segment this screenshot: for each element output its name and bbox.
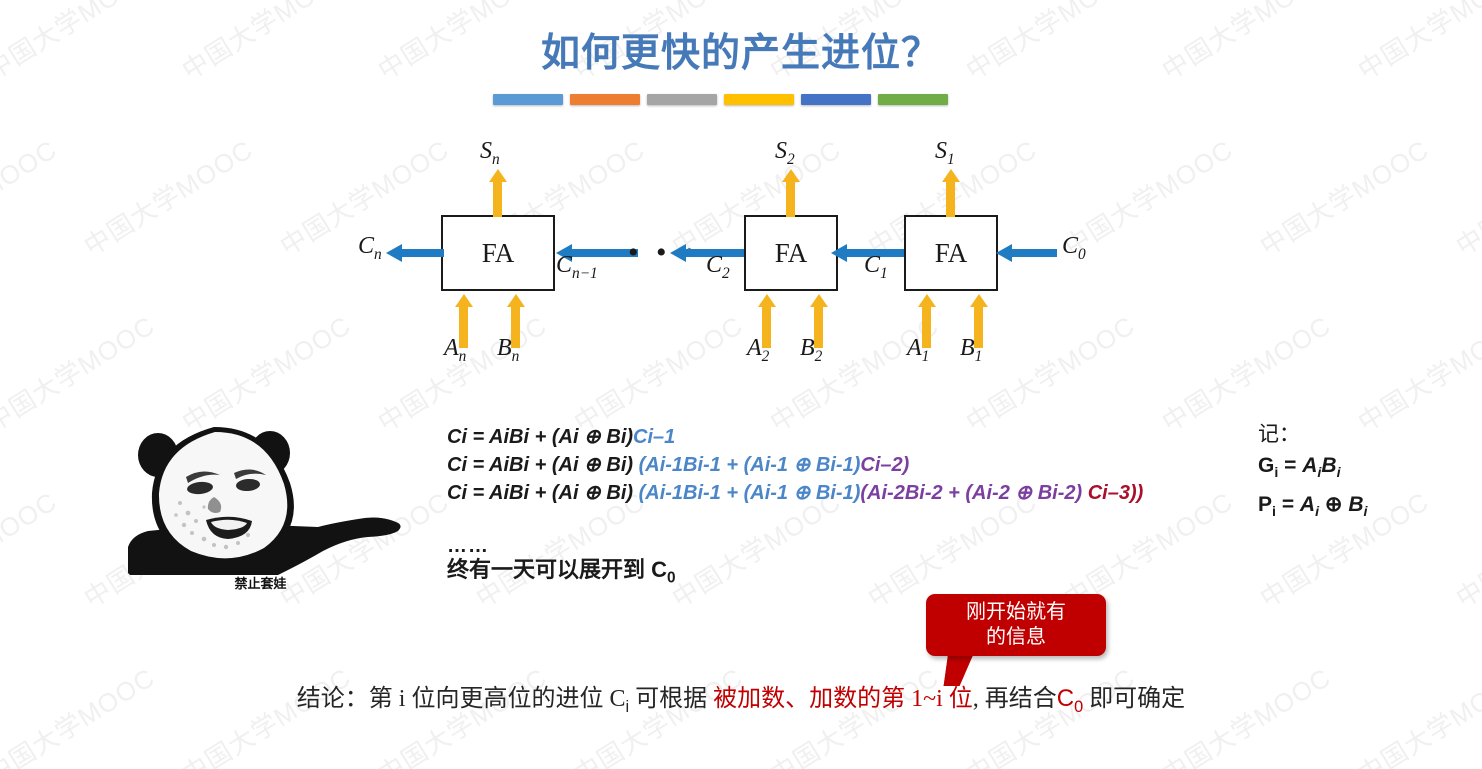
accent-bar-orange bbox=[570, 94, 640, 105]
signal-label-S1: S1 bbox=[935, 138, 955, 168]
carry-arrow-1 bbox=[845, 249, 904, 257]
expand-text: 终有一天可以展开到 C bbox=[447, 557, 668, 582]
carry-arrow-0 bbox=[1010, 249, 1057, 257]
notation-p: Pi = Ai ⊕ Bi bbox=[1258, 493, 1368, 521]
expand-subscript: 0 bbox=[667, 569, 676, 587]
fa-block-2: FA bbox=[744, 215, 838, 291]
equation-line-1: Ci = AiBi + (Ai ⊕ Bi)Ci–1 bbox=[447, 423, 1143, 451]
callout-text: 刚开始就有 的信息 bbox=[966, 601, 1066, 648]
carry-arrow-n bbox=[400, 249, 444, 257]
conclusion-red-1: 被加数、加数的第 1~i 位 bbox=[713, 686, 973, 712]
carry-arrow-2 bbox=[684, 249, 744, 257]
input-arrow-A2 bbox=[762, 305, 771, 348]
eq3-blue: (Ai-1Bi-1 + (Ai-1 ⊕ Bi-1) bbox=[638, 482, 861, 504]
equation-line-2: Ci = AiBi + (Ai ⊕ Bi) (Ai-1Bi-1 + (Ai-1 … bbox=[447, 451, 1143, 479]
input-arrow-An bbox=[459, 305, 468, 348]
ripple-carry-adder-diagram: FA Sn Cn Cn−1 An Bn • • • FA S2 bbox=[0, 130, 1482, 380]
accent-bar-yellow bbox=[724, 94, 794, 105]
conclusion-line: 结论：第 i 位向更高位的进位 Ci 可根据 被加数、加数的第 1~i 位, 再… bbox=[0, 678, 1482, 717]
notation-block: 记： Gi = AiBi Pi = Ai ⊕ Bi bbox=[1258, 420, 1367, 528]
signal-label-S2: S2 bbox=[775, 138, 795, 168]
eq3-black: Ci = AiBi + (Ai ⊕ Bi) bbox=[447, 482, 639, 504]
signal-label-Cn: Cn bbox=[358, 233, 382, 263]
callout-tail bbox=[943, 652, 975, 686]
signal-label-B1: B1 bbox=[960, 335, 983, 365]
watermark-text: 中国大学MOOC bbox=[0, 486, 63, 614]
accent-bar-green bbox=[878, 94, 948, 105]
meme-caption: 禁止套娃 bbox=[234, 576, 287, 591]
signal-label-C1: C1 bbox=[864, 252, 888, 282]
accent-bar-group bbox=[493, 94, 948, 105]
input-arrow-Bn bbox=[511, 305, 520, 348]
accent-bar-blue bbox=[493, 94, 563, 105]
page-title: 如何更快的产生进位？ bbox=[540, 32, 941, 75]
accent-bar-gray bbox=[647, 94, 717, 105]
conclusion-mid-2: , 再结合 bbox=[972, 686, 1057, 712]
signal-label-Cn-1: Cn−1 bbox=[556, 252, 598, 282]
signal-label-Bn: Bn bbox=[497, 335, 520, 365]
input-arrow-B1 bbox=[974, 305, 983, 348]
expand-to-c0-text: 终有一天可以展开到 C0 bbox=[447, 552, 676, 587]
fa-block-n: FA bbox=[441, 215, 555, 291]
signal-label-A1: A1 bbox=[907, 335, 930, 365]
conclusion-prefix: 结论：第 i 位向更高位的进位 C bbox=[296, 686, 626, 712]
eq3-purple: (Ai-2Bi-2 + (Ai-2 ⊕ Bi-2) bbox=[860, 482, 1088, 504]
carry-arrow-n-1 bbox=[570, 249, 638, 257]
sum-arrow-n bbox=[493, 180, 502, 217]
panda-meme-image bbox=[118, 415, 403, 595]
eq2-blue: (Ai-1Bi-1 + (Ai-1 ⊕ Bi-1) bbox=[638, 454, 861, 476]
panda-meme-svg bbox=[128, 427, 401, 575]
fa-block-1: FA bbox=[904, 215, 998, 291]
input-arrow-A1 bbox=[922, 305, 931, 348]
eq3-darkred: Ci–3)) bbox=[1087, 482, 1144, 504]
signal-label-A2: A2 bbox=[747, 335, 770, 365]
conclusion-red-2-sub: 0 bbox=[1074, 697, 1084, 716]
eq2-purple: Ci–2) bbox=[860, 454, 910, 476]
callout-bubble: 刚开始就有 的信息 bbox=[926, 594, 1106, 656]
signal-label-Sn: Sn bbox=[480, 138, 500, 168]
watermark-text: 中国大学MOOC bbox=[1450, 486, 1482, 614]
signal-label-C2: C2 bbox=[706, 252, 730, 282]
eq1-black: Ci = AiBi + (Ai ⊕ Bi) bbox=[447, 426, 634, 448]
conclusion-red-2: C bbox=[1056, 685, 1075, 712]
conclusion-prefix-sub: i bbox=[625, 697, 630, 716]
input-arrow-B2 bbox=[814, 305, 823, 348]
signal-label-B2: B2 bbox=[800, 335, 823, 365]
eq2-black: Ci = AiBi + (Ai ⊕ Bi) bbox=[447, 454, 639, 476]
sum-arrow-1 bbox=[946, 180, 955, 217]
equation-block: Ci = AiBi + (Ai ⊕ Bi)Ci–1 Ci = AiBi + (A… bbox=[447, 423, 1143, 507]
signal-label-C0: C0 bbox=[1062, 233, 1086, 263]
eq1-blue: Ci–1 bbox=[633, 426, 676, 448]
notation-g: Gi = AiBi bbox=[1258, 454, 1341, 482]
equation-line-3: Ci = AiBi + (Ai ⊕ Bi) (Ai-1Bi-1 + (Ai-1 … bbox=[447, 479, 1143, 507]
equation-ellipsis: …… bbox=[447, 535, 489, 557]
conclusion-suffix: 即可确定 bbox=[1083, 686, 1186, 712]
sum-arrow-2 bbox=[786, 180, 795, 217]
conclusion-mid: 可根据 bbox=[629, 686, 714, 712]
notation-heading: 记： bbox=[1258, 423, 1300, 446]
accent-bar-dark-blue bbox=[801, 94, 871, 105]
signal-label-An: An bbox=[444, 335, 467, 365]
